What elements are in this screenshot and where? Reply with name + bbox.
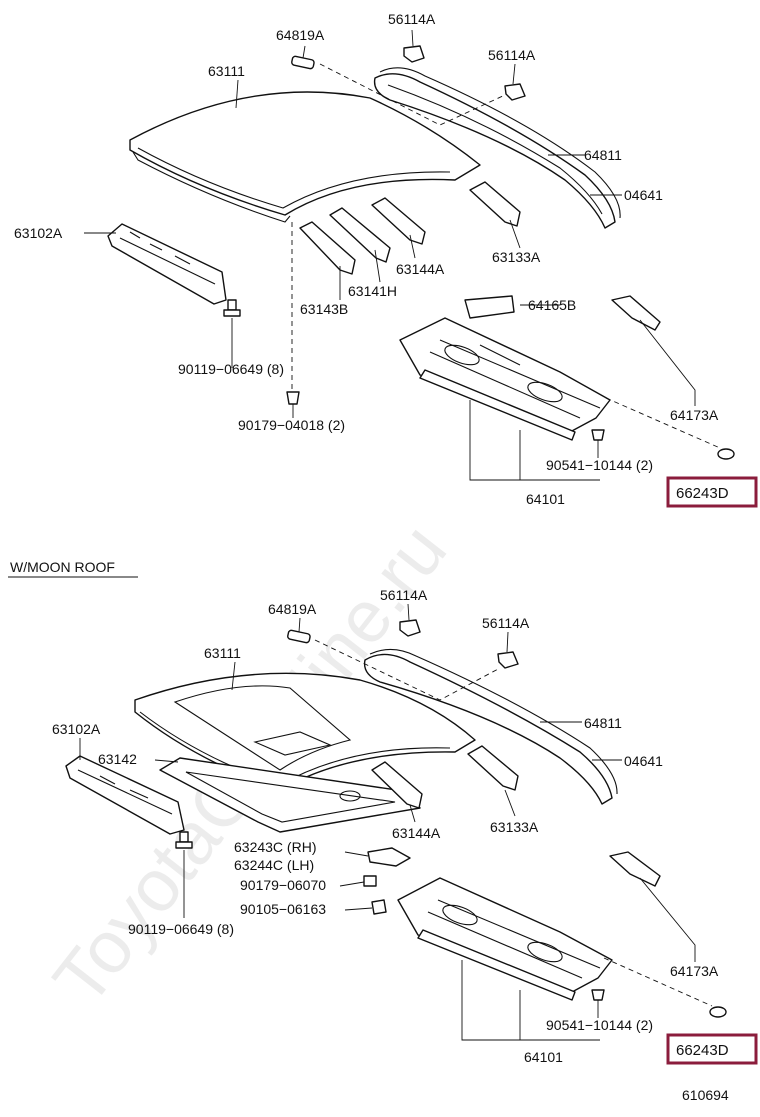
bow-63143B bbox=[299, 221, 356, 275]
bow-63144A-moonroof bbox=[371, 761, 423, 809]
retainer-64819A-moonroof bbox=[287, 629, 311, 644]
roof-bows bbox=[299, 181, 521, 275]
clip-56114A-2 bbox=[504, 83, 526, 101]
label-56114A-2-moonroof: 56114A bbox=[482, 615, 530, 631]
label-90105-06163: 90105−06163 bbox=[240, 901, 326, 917]
bracket-64173A bbox=[611, 295, 661, 331]
label-66243D-highlighted-moonroof: 66243D bbox=[676, 1042, 729, 1059]
nut-90541-top bbox=[591, 429, 605, 441]
label-90119-06649-moonroof: 90119−06649 (8) bbox=[128, 921, 234, 937]
label-63144A-moonroof: 63144A bbox=[392, 825, 441, 841]
label-63111: 63111 bbox=[208, 63, 245, 79]
label-04641: 04641 bbox=[624, 187, 663, 203]
label-66243D-highlighted: 66243D bbox=[676, 485, 729, 502]
label-64173A-moonroof: 64173A bbox=[670, 963, 719, 979]
label-63143B: 63143B bbox=[300, 301, 348, 317]
bracket-63243C-63244C bbox=[367, 847, 411, 867]
roof-panel-63111 bbox=[129, 91, 481, 223]
dashed-lines-bottom bbox=[314, 639, 713, 1007]
label-56114A-2: 56114A bbox=[488, 47, 536, 63]
label-63144A: 63144A bbox=[396, 261, 445, 277]
label-64819A: 64819A bbox=[276, 27, 325, 43]
label-63142: 63142 bbox=[98, 751, 137, 767]
bolt-90105-06163 bbox=[371, 899, 387, 915]
label-63102A: 63102A bbox=[14, 225, 63, 241]
label-63133A-moonroof: 63133A bbox=[490, 819, 539, 835]
clip-56114A-1 bbox=[403, 45, 425, 63]
label-63141H: 63141H bbox=[348, 283, 397, 299]
bow-63133A-moonroof bbox=[467, 745, 519, 791]
label-64101: 64101 bbox=[526, 491, 565, 507]
windshield-header-63102A bbox=[107, 223, 227, 305]
sunroof-frame-63142 bbox=[159, 757, 421, 833]
bow-63141H bbox=[329, 207, 391, 263]
bracket-64165B bbox=[464, 295, 515, 319]
section-title-moon-roof: W/MOON ROOF bbox=[10, 559, 115, 575]
label-90119-06649: 90119−06649 (8) bbox=[178, 361, 284, 377]
label-63243C: 63243C (RH) bbox=[234, 839, 316, 855]
retainer-64819A bbox=[291, 55, 315, 70]
package-tray-64101 bbox=[399, 317, 611, 441]
bolt-90119-top bbox=[223, 299, 241, 317]
plug-66243D-top bbox=[717, 448, 735, 460]
label-64101-moonroof: 64101 bbox=[524, 1049, 563, 1065]
nut-90179-top bbox=[286, 391, 300, 405]
leader-lines-top bbox=[84, 29, 696, 481]
dashed-lines-top bbox=[291, 63, 721, 449]
section-moon-roof: 64819A 56114A 56114A 63111 63102A 63142 … bbox=[52, 587, 758, 1065]
bow-63144A bbox=[371, 197, 426, 245]
bolt-90119-moonroof bbox=[175, 831, 193, 849]
back-window-64811 bbox=[373, 67, 621, 229]
label-64811-moonroof: 64811 bbox=[584, 715, 622, 731]
highlight-box-bottom bbox=[666, 1033, 758, 1065]
label-64819A-moonroof: 64819A bbox=[268, 601, 317, 617]
label-63111-moonroof: 63111 bbox=[204, 645, 241, 661]
label-64165B: 64165B bbox=[528, 297, 576, 313]
bow-63133A bbox=[469, 181, 521, 227]
label-64811: 64811 bbox=[584, 147, 622, 163]
label-90179-06070: 90179−06070 bbox=[240, 877, 326, 893]
label-63102A-moonroof: 63102A bbox=[52, 721, 101, 737]
nut-90541-moonroof bbox=[591, 989, 605, 1001]
bracket-64173A-moonroof bbox=[609, 851, 661, 887]
package-tray-64101-moonroof bbox=[397, 877, 613, 1001]
nut-90179-06070 bbox=[363, 875, 377, 887]
roof-panel-63111-moonroof bbox=[134, 672, 476, 791]
figure-code: 610694 bbox=[682, 1087, 729, 1103]
label-63133A: 63133A bbox=[492, 249, 541, 265]
section-standard-roof: 64819A 56114A 56114A 63111 64811 04641 6… bbox=[14, 11, 758, 508]
label-63244C: 63244C (LH) bbox=[234, 857, 314, 873]
back-window-64811-moonroof bbox=[363, 648, 618, 805]
label-04641-moonroof: 04641 bbox=[624, 753, 663, 769]
leader-lines-bottom bbox=[79, 603, 696, 1041]
label-64173A: 64173A bbox=[670, 407, 719, 423]
label-90541-10144: 90541−10144 (2) bbox=[546, 457, 653, 473]
label-90179-04018: 90179−04018 (2) bbox=[238, 417, 345, 433]
label-56114A-1-moonroof: 56114A bbox=[380, 587, 428, 603]
label-90541-10144-moonroof: 90541−10144 (2) bbox=[546, 1017, 653, 1033]
clip-56114A-1-moonroof bbox=[399, 619, 421, 637]
highlight-box-top bbox=[666, 476, 758, 508]
clip-56114A-2-moonroof bbox=[497, 651, 519, 669]
label-56114A-1: 56114A bbox=[388, 11, 436, 27]
plug-66243D-moonroof bbox=[709, 1006, 727, 1018]
